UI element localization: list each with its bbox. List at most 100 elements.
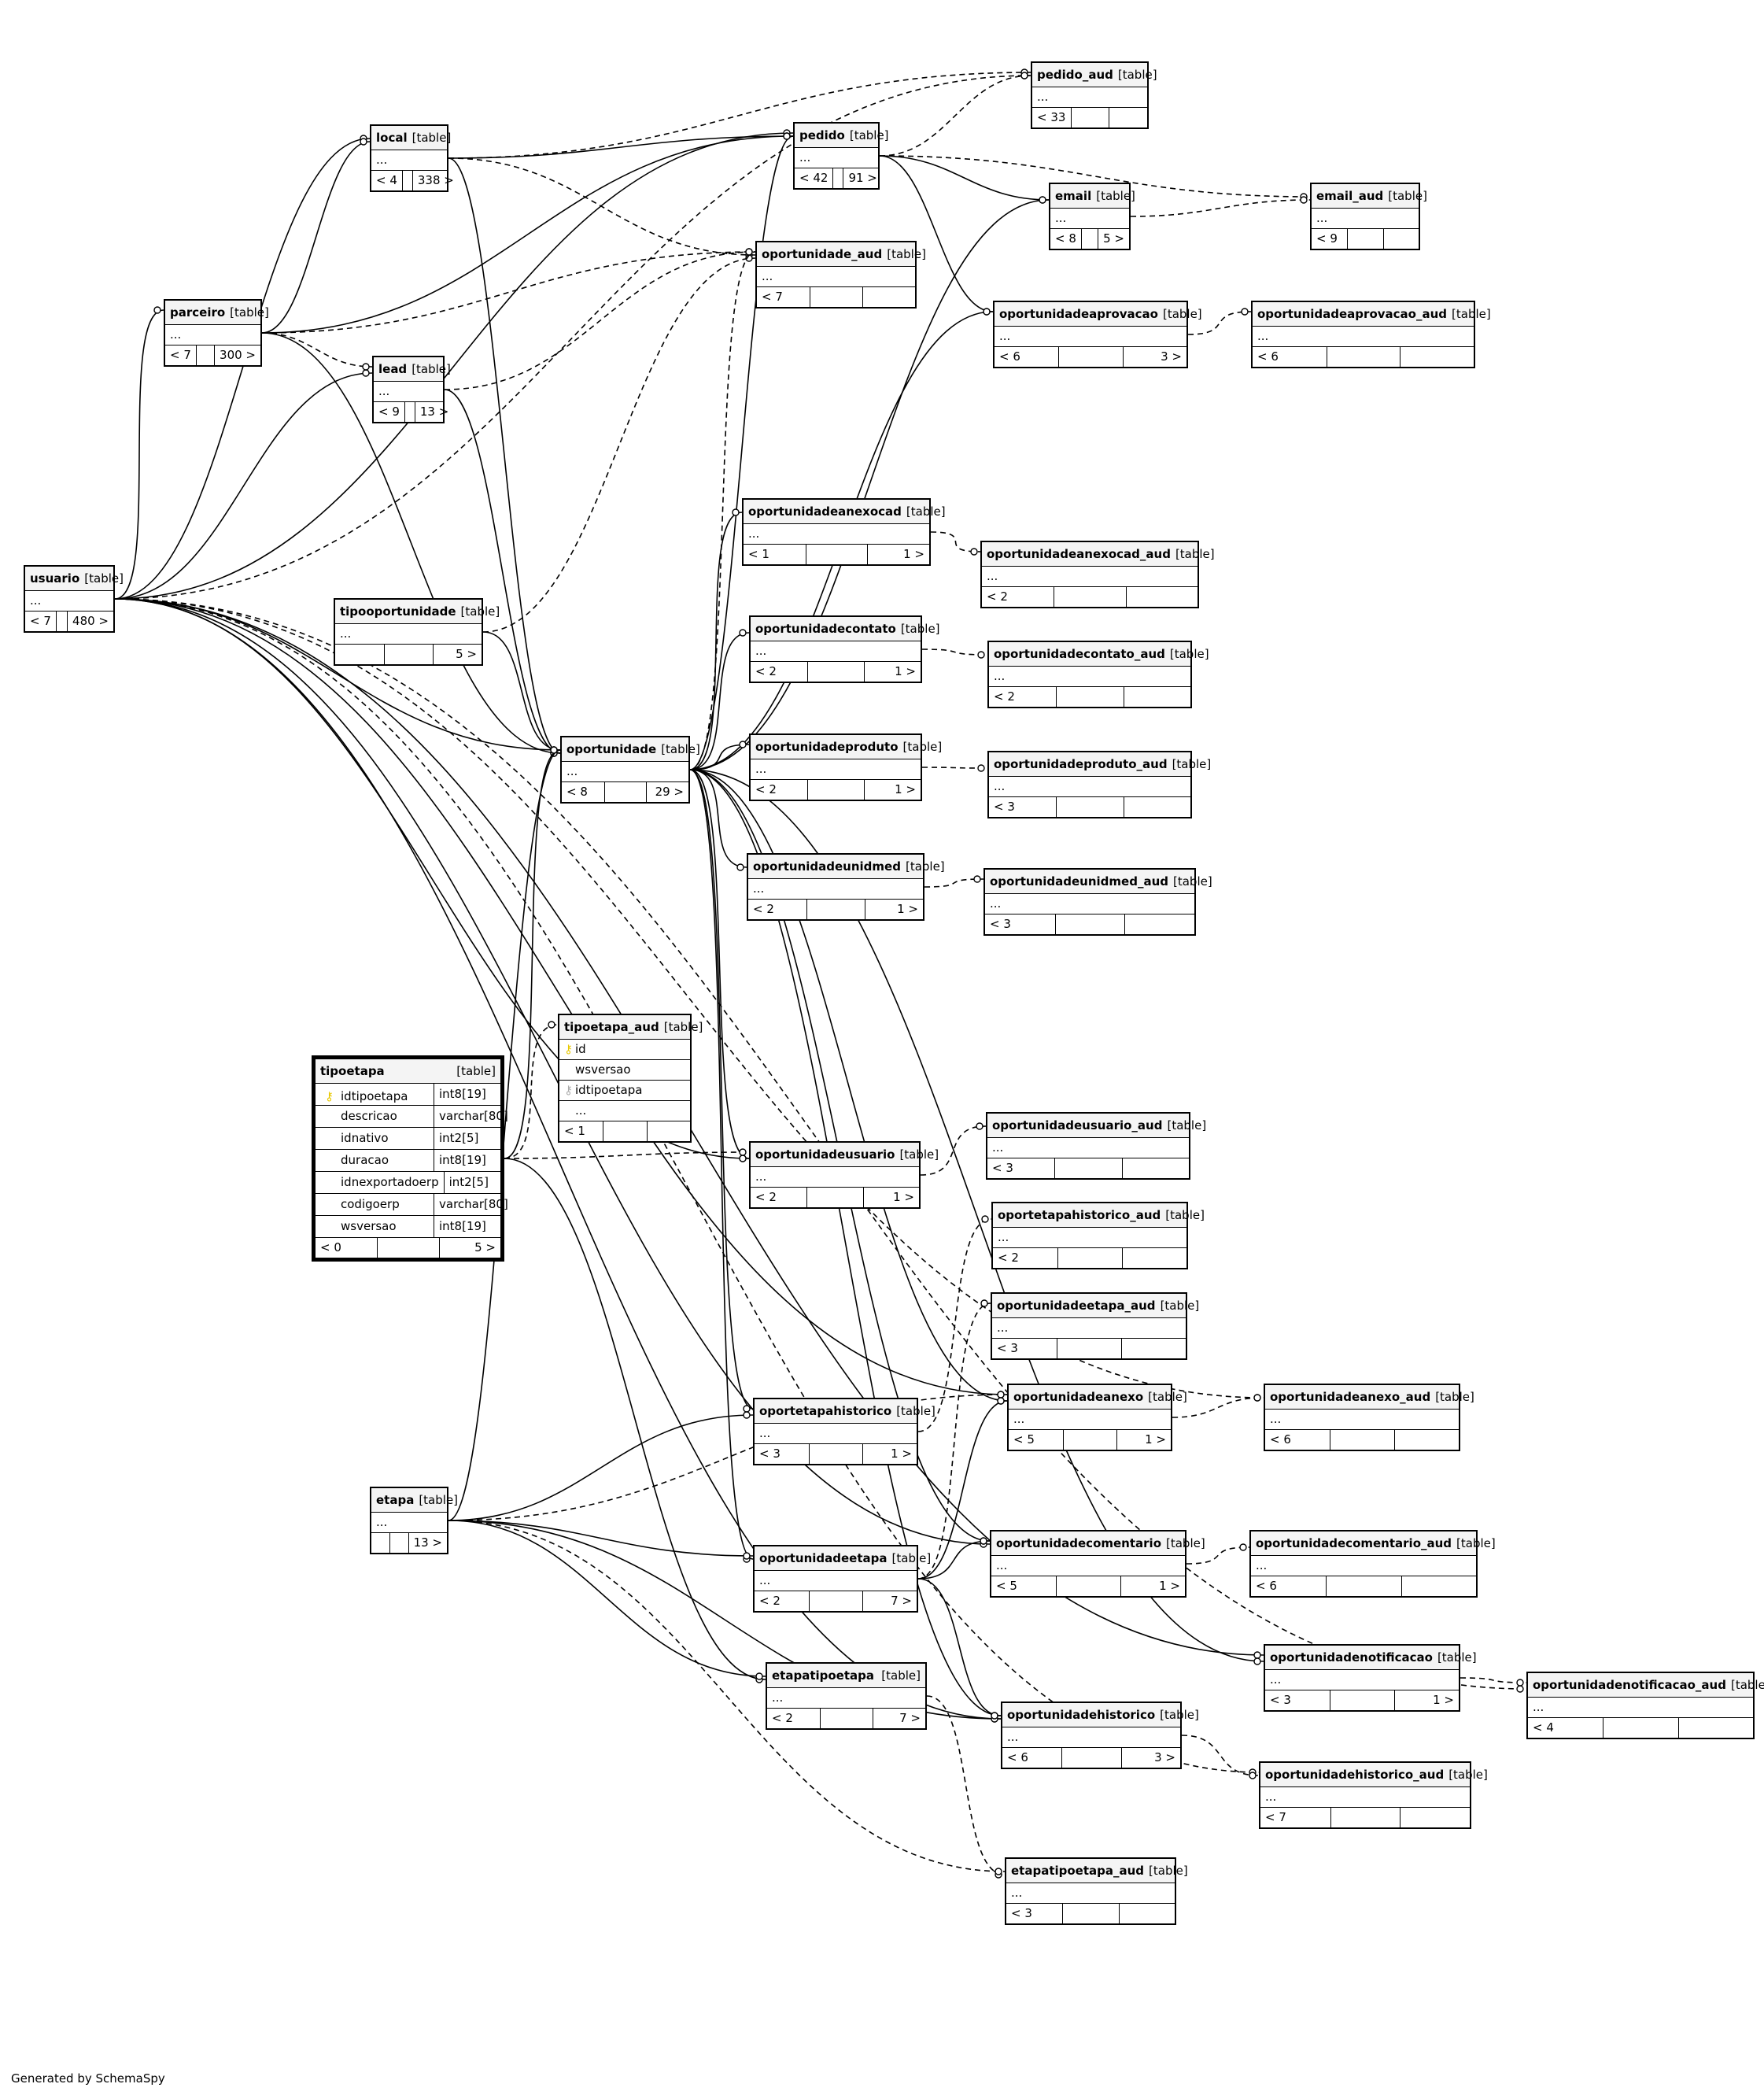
- key-spacer: [320, 1115, 341, 1120]
- table-name: tipoetapa_aud: [564, 1020, 659, 1034]
- relationship-edge: [448, 157, 756, 256]
- table-oportetapahistorico_aud[interactable]: oportetapahistorico_aud[table]...< 2: [991, 1202, 1205, 1269]
- parents-count: [335, 645, 384, 664]
- table-header: oportunidadeusuario[table]: [751, 1143, 939, 1166]
- optional-marker-icon: [362, 363, 370, 371]
- parents-count: < 6: [1256, 1579, 1277, 1593]
- relationship-edge: [114, 598, 1264, 1399]
- table-name: oportunidadenotificacao_aud: [1533, 1678, 1726, 1692]
- children-count: 7 >: [873, 1709, 925, 1728]
- footer-spacer: [377, 1238, 438, 1258]
- table-header: oportunidadeproduto_aud[table]: [989, 752, 1211, 776]
- row-text: ...: [1316, 211, 1328, 225]
- parents-count: < 2: [755, 1190, 777, 1204]
- table-oportunidade_aud[interactable]: oportunidade_aud[table]...< 7: [755, 241, 926, 309]
- table-etapatipoetapa_aud[interactable]: etapatipoetapa_aud[table]...< 3: [1005, 1857, 1188, 1925]
- row-text: ...: [1270, 1672, 1282, 1687]
- optional-marker-icon: [1239, 1543, 1247, 1551]
- parents-count: < 6: [1257, 349, 1279, 364]
- table-kind: [table]: [1160, 1708, 1199, 1722]
- table-oportunidadehistorico_aud[interactable]: oportunidadehistorico_aud[table]...< 7: [1259, 1761, 1488, 1829]
- table-footer: < 0 5 >: [316, 1237, 500, 1258]
- table-kind: [table]: [1448, 1768, 1488, 1782]
- parents-count: < 0: [320, 1240, 341, 1254]
- footer-spacer: [1054, 914, 1125, 934]
- relationship-edge: [689, 769, 754, 1560]
- children-count: [1123, 687, 1190, 707]
- children-count: [1400, 1576, 1476, 1596]
- table-header: oportunidadeanexo_aud[table]: [1265, 1385, 1474, 1409]
- table-footer: < 3: [985, 914, 1194, 934]
- table-row: ...: [755, 1570, 917, 1591]
- table-row: wsversao: [559, 1059, 690, 1080]
- row-text: ...: [1265, 1790, 1277, 1804]
- table-header: usuario[table]: [25, 567, 124, 590]
- table-row: ...: [1253, 326, 1474, 346]
- table-oportunidadeaprovacao_aud[interactable]: oportunidadeaprovacao_aud[table]...< 6: [1251, 301, 1491, 368]
- table-kind: [table]: [1452, 307, 1491, 321]
- key-spacer: [320, 1137, 341, 1142]
- row-text: ...: [566, 764, 578, 778]
- table-oportunidadeanexocad_aud[interactable]: oportunidadeanexocad_aud[table]...< 2: [980, 541, 1215, 608]
- table-oportunidadeanexo_aud[interactable]: oportunidadeanexo_aud[table]...< 6: [1264, 1384, 1474, 1451]
- relationship-edge: [879, 155, 1050, 201]
- table-header: pedido[table]: [795, 124, 889, 147]
- row-text: id: [575, 1042, 586, 1056]
- table-header: tipoetapa [table]: [316, 1059, 500, 1083]
- table-kind: [table]: [419, 1493, 459, 1507]
- relationship-edge: [114, 75, 1031, 600]
- table-oportunidadeunidmed_aud[interactable]: oportunidadeunidmed_aud[table]...< 3: [983, 868, 1212, 936]
- table-header: email[table]: [1050, 184, 1135, 208]
- table-row: ...: [985, 893, 1194, 914]
- children-count: [1122, 1248, 1186, 1268]
- table-oportunidadeetapa_aud[interactable]: oportunidadeetapa_aud[table]...< 3: [991, 1292, 1199, 1360]
- table-etapa[interactable]: etapa[table]...13 >: [370, 1487, 458, 1554]
- table-oportunidadeproduto_aud[interactable]: oportunidadeproduto_aud[table]...< 3: [987, 751, 1211, 818]
- table-header: oportunidadeanexocad[table]: [744, 500, 946, 523]
- table-name: oportunidadeunidmed: [753, 859, 901, 874]
- table-row: ...: [1265, 1669, 1459, 1690]
- table-tipooportunidade[interactable]: tipooportunidade[table]...5 >: [334, 598, 500, 666]
- table-pedido_aud[interactable]: pedido_aud[table]...< 33: [1031, 61, 1157, 129]
- relationship-edge: [1187, 311, 1252, 335]
- table-kind: [table]: [411, 362, 451, 376]
- children-count: 480 >: [67, 612, 113, 631]
- parents-count: < 3: [759, 1447, 781, 1461]
- table-header: oportunidadeunidmed_aud[table]: [985, 870, 1212, 893]
- table-oportunidadenotificacao_aud[interactable]: oportunidadenotificacao_aud[table]...< 4: [1526, 1672, 1764, 1739]
- table-oportunidadeusuario_aud[interactable]: oportunidadeusuario_aud[table]...< 3: [986, 1112, 1206, 1180]
- row-text: ...: [1055, 211, 1067, 225]
- table-name: lead: [378, 362, 408, 376]
- table-email_aud[interactable]: email_aud[table]...< 9: [1310, 183, 1427, 250]
- table-oportunidadecontato_aud[interactable]: oportunidadecontato_aud[table]...< 2: [987, 641, 1209, 708]
- parents-count: < 3: [992, 1161, 1013, 1175]
- row-text: ...: [997, 1321, 1009, 1335]
- table-oportunidadecomentario_aud[interactable]: oportunidadecomentario_aud[table]...< 6: [1249, 1530, 1496, 1598]
- table-kind: [table]: [902, 740, 943, 754]
- table-name: oportunidadecontato: [755, 622, 896, 636]
- parents-count: < 7: [170, 348, 191, 362]
